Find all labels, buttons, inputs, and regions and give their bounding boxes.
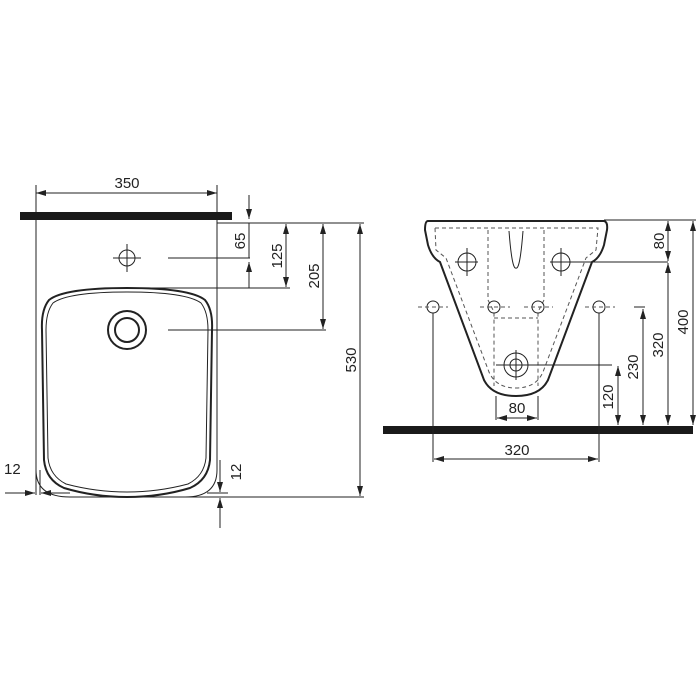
floor: [383, 426, 693, 434]
dim-bolt-height: 320: [650, 332, 667, 357]
dim-bolt-spacing: 80: [651, 233, 668, 250]
dim-outlet-height: 120: [600, 384, 617, 409]
outlet-hole-icon: [496, 350, 612, 380]
bowl-outline: [423, 220, 609, 398]
dim-side-offset: 12: [4, 461, 21, 478]
dim-outlet-width: 80: [509, 400, 526, 417]
dim-width: 350: [114, 175, 139, 192]
dim-total-height: 400: [675, 309, 692, 334]
outlet-hole-icon: [107, 310, 147, 350]
inlet-hole-icon: [113, 244, 141, 272]
top-view: 350 65 125 205 530 12 12: [4, 175, 364, 528]
dim-depth: 530: [343, 347, 360, 372]
fixing-holes-icon: [418, 300, 645, 314]
bolt-hole-icon: [455, 248, 668, 276]
dim-fixing-height: 230: [625, 354, 642, 379]
seat-outline: [40, 286, 214, 499]
front-view: 80 400 320 230 120 80 320: [383, 219, 696, 462]
dim-fixing-spacing: 320: [504, 442, 529, 459]
dim-front-offset: 12: [228, 464, 245, 481]
dim-inlet-from-wall: 65: [232, 233, 249, 250]
dim-outlet-from-wall: 205: [306, 263, 323, 288]
wall: [20, 212, 232, 220]
dim-seat-from-wall: 125: [269, 243, 286, 268]
